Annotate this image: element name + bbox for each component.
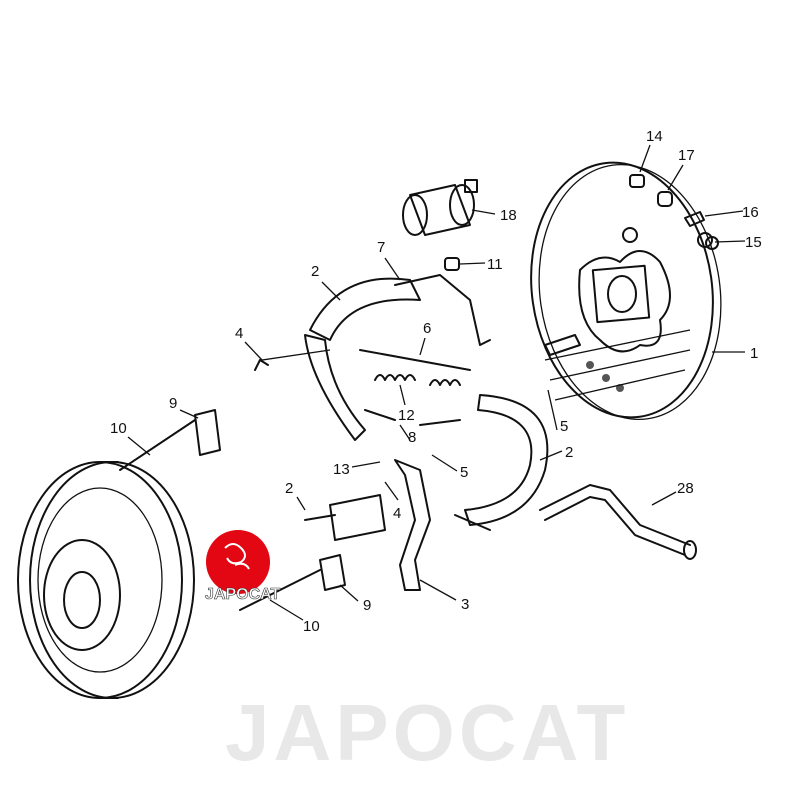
callout-labels: 14 17 18 16 15 11 7 2 1 6 4 9 10 12 5 8 … xyxy=(110,128,762,635)
callout-5-center: 5 xyxy=(460,464,468,481)
callout-4-upper: 4 xyxy=(235,325,243,342)
callout-3: 3 xyxy=(461,596,469,613)
callout-2-upper: 2 xyxy=(311,263,319,280)
callout-14: 14 xyxy=(646,128,663,145)
callout-5-right: 5 xyxy=(560,418,568,435)
callout-17: 17 xyxy=(678,147,695,164)
callout-1: 1 xyxy=(750,345,758,362)
logo-text: JAPOCAT xyxy=(205,586,280,603)
brake-shoe-upper xyxy=(304,274,491,441)
small-fasteners xyxy=(444,174,719,271)
leader-lines xyxy=(127,144,746,621)
springs xyxy=(359,349,471,426)
callout-9-upper: 9 xyxy=(169,395,177,412)
callout-10-upper: 10 xyxy=(110,420,127,437)
callout-13: 13 xyxy=(333,461,350,478)
callout-10-lower: 10 xyxy=(303,618,320,635)
wheel-cylinder xyxy=(402,179,478,236)
adjuster-and-pins xyxy=(119,359,386,611)
parking-cable xyxy=(539,484,697,560)
callout-6: 6 xyxy=(423,320,431,337)
callout-2-lower: 2 xyxy=(565,444,573,461)
parking-lever xyxy=(394,459,431,591)
callout-18: 18 xyxy=(500,207,517,224)
callout-4-lower: 4 xyxy=(393,505,401,522)
callout-16: 16 xyxy=(742,204,759,221)
backing-plate xyxy=(530,161,722,421)
callout-8: 8 xyxy=(408,429,416,446)
watermark-text: JAPOCAT xyxy=(225,688,629,777)
japocat-logo: JAPOCAT xyxy=(205,530,281,603)
callout-11: 11 xyxy=(487,256,503,273)
brake-shoe-lower xyxy=(454,394,549,531)
callout-28: 28 xyxy=(677,480,694,497)
callout-12: 12 xyxy=(398,407,415,424)
callout-15: 15 xyxy=(745,234,762,251)
callout-9-lower: 9 xyxy=(363,597,371,614)
callout-2-adjuster: 2 xyxy=(285,480,293,497)
callout-7: 7 xyxy=(377,239,385,256)
brake-drum xyxy=(17,461,195,699)
